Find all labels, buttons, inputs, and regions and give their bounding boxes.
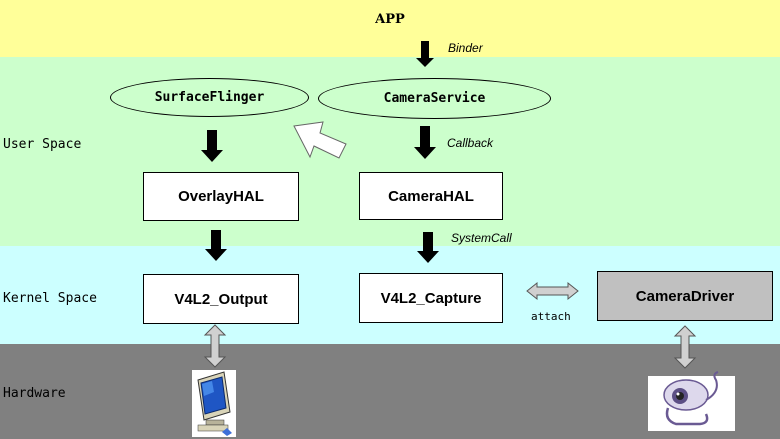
camerahal-to-surfaceflinger-arrow bbox=[293, 121, 347, 159]
binder-label: Binder bbox=[448, 41, 483, 55]
cameraservice-label: CameraService bbox=[383, 91, 486, 106]
callback-arrow bbox=[414, 126, 436, 159]
surfaceflinger-node: SurfaceFlinger bbox=[110, 78, 309, 117]
driver-to-webcam-double-arrow bbox=[673, 325, 697, 369]
overlayhal-label: OverlayHAL bbox=[178, 188, 264, 205]
kernel-space-label: Kernel Space bbox=[3, 291, 97, 306]
cameradriver-node: CameraDriver bbox=[597, 271, 773, 321]
camerahal-label: CameraHAL bbox=[388, 187, 474, 205]
app-label: APP bbox=[375, 12, 405, 27]
overlayhal-to-v4l2output-arrow bbox=[205, 230, 227, 261]
surfaceflinger-to-overlayhal-arrow bbox=[201, 130, 223, 162]
v4l2-capture-node: V4L2_Capture bbox=[359, 273, 503, 323]
app-layer-band bbox=[0, 0, 780, 57]
user-space-label: User Space bbox=[3, 137, 82, 152]
camerahal-node: CameraHAL bbox=[359, 172, 503, 220]
overlayhal-node: OverlayHAL bbox=[143, 172, 299, 221]
systemcall-label: SystemCall bbox=[451, 231, 512, 245]
cameraservice-node: CameraService bbox=[318, 78, 551, 119]
systemcall-arrow bbox=[417, 232, 439, 263]
webcam-icon bbox=[648, 371, 735, 431]
hardware-label: Hardware bbox=[3, 386, 66, 401]
attach-label: attach bbox=[531, 310, 571, 323]
output-to-monitor-double-arrow bbox=[203, 324, 227, 368]
attach-double-arrow bbox=[526, 281, 579, 301]
v4l2-output-node: V4L2_Output bbox=[143, 274, 299, 324]
v4l2-output-label: V4L2_Output bbox=[174, 290, 268, 308]
binder-arrow bbox=[416, 41, 434, 67]
callback-label: Callback bbox=[447, 136, 494, 150]
monitor-icon bbox=[192, 370, 236, 437]
surfaceflinger-label: SurfaceFlinger bbox=[154, 90, 265, 105]
cameradriver-label: CameraDriver bbox=[635, 287, 735, 305]
v4l2-capture-label: V4L2_Capture bbox=[380, 289, 482, 307]
